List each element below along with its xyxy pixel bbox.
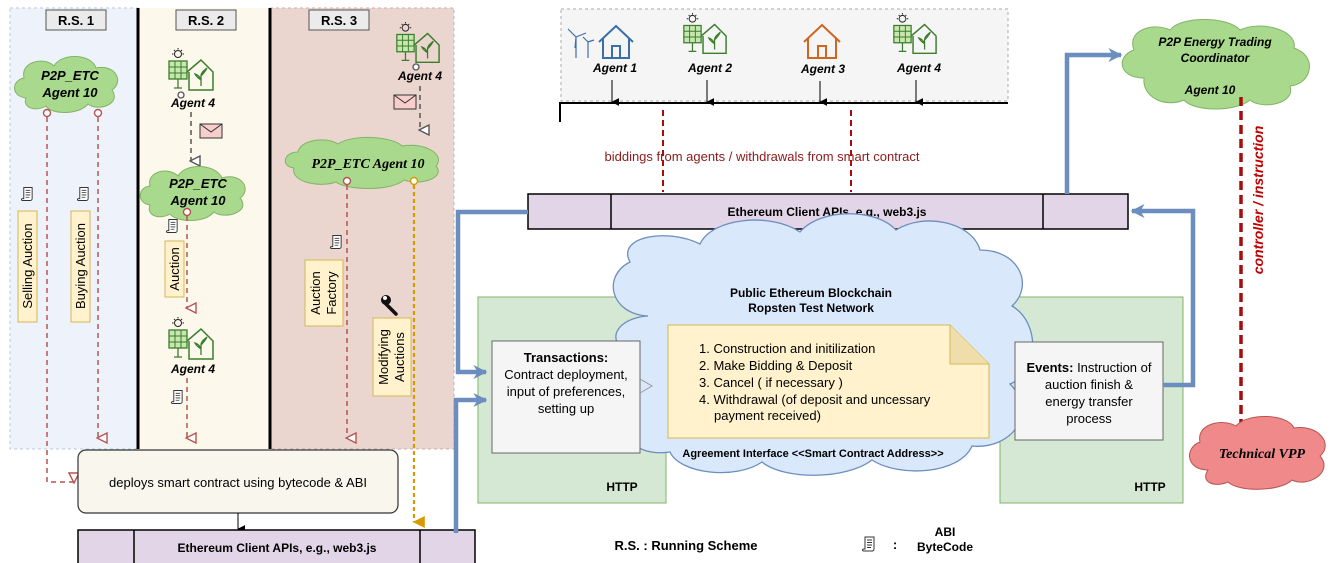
connector-dot	[42, 108, 52, 118]
svg-text:process: process	[1066, 411, 1112, 426]
agent4-label-rs3: Agent 4	[397, 69, 442, 83]
svg-text:P2P_ETC: P2P_ETC	[41, 68, 99, 83]
bidding-bus	[559, 80, 1008, 122]
svg-text:Ropsten Test Network: Ropsten Test Network	[748, 301, 874, 315]
connector-dot	[342, 176, 352, 186]
bottom-api-to-transactions-arrow	[453, 393, 488, 533]
p2p-etc-agent10-cloud-rs2: P2P_ETC Agent 10	[139, 166, 246, 221]
svg-text:Auction: Auction	[308, 271, 323, 314]
events-to-api-arrow	[1130, 204, 1196, 388]
svg-text:3. Cancel ( if necessary ): 3. Cancel ( if necessary )	[699, 375, 843, 390]
legend-colon: :	[893, 537, 897, 552]
svg-text:P2P Energy Trading: P2P Energy Trading	[1158, 35, 1272, 49]
svg-text:Technical VPP: Technical VPP	[1219, 447, 1306, 462]
svg-text:setting up: setting up	[538, 401, 594, 416]
svg-text:HTTP: HTTP	[606, 480, 637, 494]
svg-text:Contract deployment,: Contract deployment,	[504, 367, 628, 382]
svg-text:Events: Instruction of: Events: Instruction of	[1026, 360, 1151, 375]
svg-text:payment received): payment received)	[714, 408, 821, 423]
wrench-icon	[381, 295, 398, 316]
legend-bytecode: ByteCode	[917, 540, 973, 554]
svg-text:Transactions:: Transactions:	[524, 350, 609, 365]
svg-text:Modifying: Modifying	[376, 329, 391, 385]
modifying-auctions-label: Modifying Auctions	[372, 317, 412, 397]
svg-text:Agent 10: Agent 10	[170, 193, 227, 208]
technical-vpp-cloud: Technical VPP	[1189, 415, 1326, 490]
svg-text:4. Withdrawal (of deposit and: 4. Withdrawal (of deposit and uncessary	[699, 392, 931, 407]
svg-text:Auctions: Auctions	[392, 332, 407, 382]
legend-running-scheme: R.S. : Running Scheme	[614, 538, 757, 553]
connector-dot	[409, 176, 419, 186]
buying-auction-label: Buying Auction	[70, 210, 91, 323]
connector-dot	[182, 207, 192, 217]
svg-text:1. Construction and initilizat: 1. Construction and initilization	[699, 341, 875, 356]
message-envelope-icon	[199, 123, 223, 139]
svg-text:deploys smart contract using b: deploys smart contract using bytecode & …	[109, 475, 367, 490]
connector-dot	[93, 108, 103, 118]
rs2-tag: R.S. 2	[175, 9, 237, 31]
connector-dot	[177, 91, 185, 99]
selling-auction-flow	[46, 117, 74, 482]
svg-text:R.S. 3: R.S. 3	[321, 13, 357, 28]
agent-3-label: Agent 3	[800, 62, 845, 76]
smart-contract-steps-note: 1. Construction and initilization 2. Mak…	[667, 324, 990, 439]
deploy-smart-contract-box: deploys smart contract using bytecode & …	[77, 449, 399, 514]
agent-4-label: Agent 4	[896, 61, 941, 75]
svg-text:Coordinator: Coordinator	[1181, 51, 1251, 65]
transactions-box: Transactions: Contract deployment, input…	[491, 340, 641, 454]
controller-instruction-label: controller / instruction	[1250, 126, 1266, 275]
p2p-energy-trading-coordinator-cloud: P2P Energy Trading Coordinator Agent 10	[1121, 19, 1310, 110]
agent-2-label: Agent 2	[687, 61, 732, 75]
svg-text:Factory: Factory	[324, 271, 339, 315]
abi-bytecode-icon	[862, 536, 875, 552]
svg-text:P2P_ETC: P2P_ETC	[169, 176, 227, 191]
agent4-label-rs2-top: Agent 4	[170, 96, 215, 110]
client-api-bar-bottom: Ethereum Client APIs, e.g., web3.js	[77, 529, 476, 563]
auction-factory-label: Auction Factory	[304, 259, 344, 327]
message-envelope-icon	[393, 94, 417, 110]
house-icon	[598, 24, 634, 59]
p2p-etc-agent10-cloud-rs1: P2P_ETC Agent 10	[14, 56, 118, 113]
svg-text:Agent 10: Agent 10	[42, 85, 99, 100]
svg-text:Ethereum Client APIs, e.g., we: Ethereum Client APIs, e.g., web3.js	[178, 541, 377, 555]
transactions-pointer	[639, 378, 653, 394]
auction-label: Auction	[164, 240, 185, 298]
svg-text:P2P_ETC Agent 10: P2P_ETC Agent 10	[311, 157, 424, 172]
biddings-withdrawals-label: biddings from agents / withdrawals from …	[604, 149, 919, 164]
api-to-transactions-arrow	[455, 209, 528, 379]
svg-text:Buying Auction: Buying Auction	[73, 223, 88, 309]
svg-text:auction finish &: auction finish &	[1045, 377, 1133, 392]
rs3-tag: R.S. 3	[308, 9, 370, 31]
svg-text:2. Make Bidding & Deposit: 2. Make Bidding & Deposit	[699, 358, 853, 373]
house-icon	[803, 23, 841, 59]
agreement-interface-label: Agreement Interface <<Smart Contract Add…	[682, 448, 943, 460]
p2p-etc-agent10-cloud-rs3: P2P_ETC Agent 10	[284, 136, 439, 189]
agent4-label-rs2-bottom: Agent 4	[170, 362, 215, 376]
api-to-coordinator-arrow	[1064, 48, 1123, 194]
wind-turbine-icon	[567, 28, 595, 58]
events-box: Events: Instruction of auction finish & …	[1014, 341, 1164, 441]
svg-text:Auction: Auction	[167, 247, 182, 290]
rs2-panel	[138, 8, 270, 449]
svg-text:R.S. 2: R.S. 2	[188, 13, 224, 28]
selling-auction-label: Selling Auction	[17, 210, 38, 323]
svg-text:Agent 10: Agent 10	[1184, 83, 1236, 97]
top-agents-panel	[560, 8, 1009, 102]
rs1-tag: R.S. 1	[45, 9, 107, 31]
svg-text:Public Ethereum Blockchain: Public Ethereum Blockchain	[730, 286, 892, 300]
svg-text:energy transfer: energy transfer	[1045, 394, 1133, 409]
rs3-panel	[269, 7, 455, 450]
legend-abi: ABI	[935, 525, 956, 539]
connector-dot	[412, 63, 420, 71]
svg-text:input of preferences,: input of preferences,	[507, 384, 626, 399]
svg-text:HTTP: HTTP	[1134, 480, 1165, 494]
svg-text:Selling Auction: Selling Auction	[20, 223, 35, 308]
svg-text:Ethereum Client APIs, e.g., we: Ethereum Client APIs, e.g., web3.js	[728, 205, 927, 219]
agent-1-label: Agent 1	[592, 61, 637, 75]
svg-text:R.S. 1: R.S. 1	[58, 13, 94, 28]
